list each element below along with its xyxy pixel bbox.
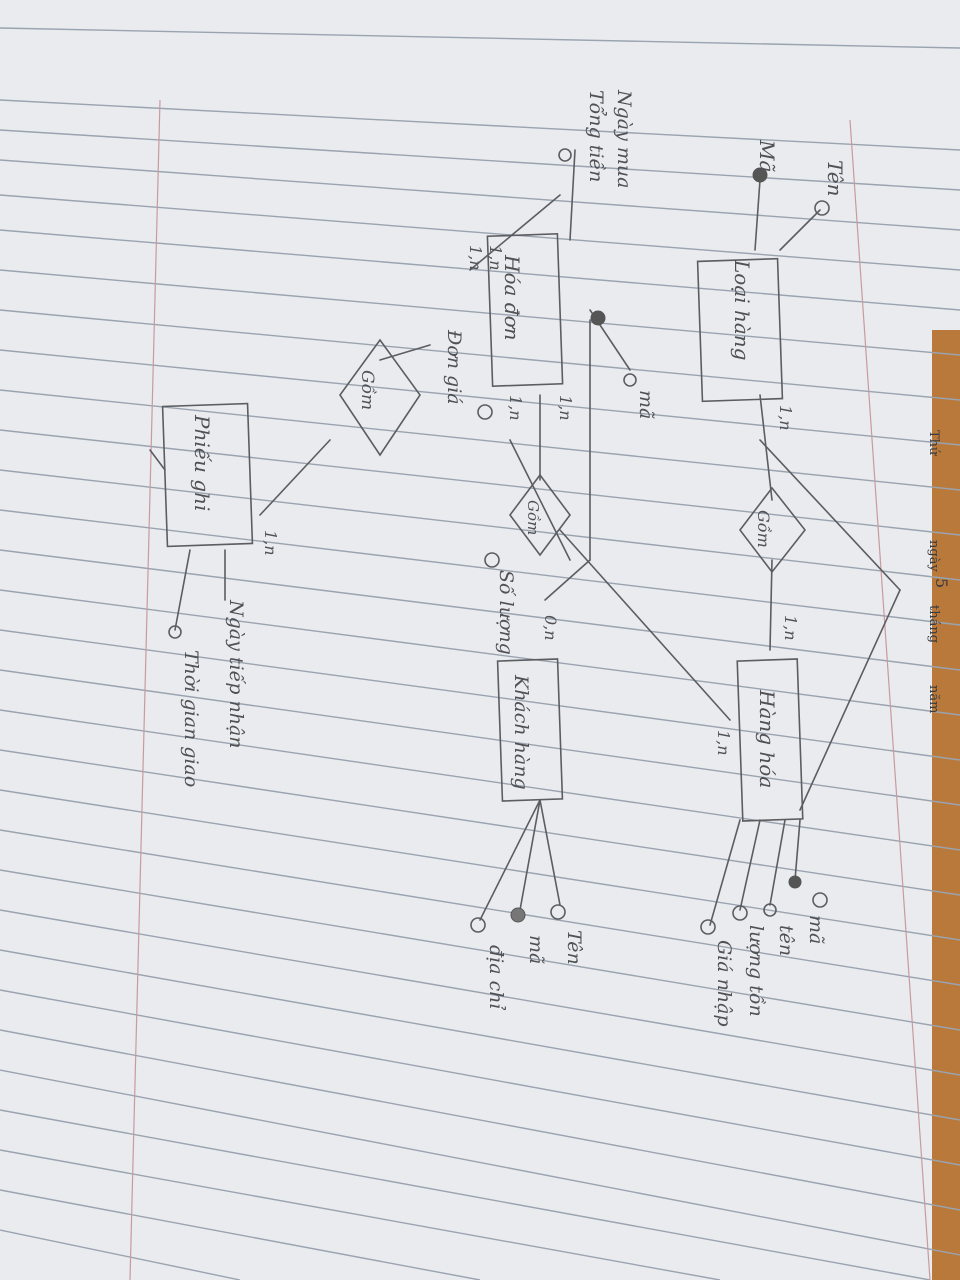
attr-khach-hang-ma: mã — [525, 935, 547, 964]
entity-label: Phiếu ghi — [190, 414, 214, 511]
attr-hoa-don-tong-tien: Tổng tiền — [585, 90, 607, 182]
header-ngay: ngày — [926, 540, 941, 572]
entity-loai-hang[interactable]: Loại hàng — [696, 257, 784, 403]
attr-phieu-ghi-ngay: Ngày tiếp nhận — [225, 599, 247, 749]
card-7: 0,n — [541, 615, 560, 641]
relationship-gom-mid[interactable]: Gồm — [509, 473, 571, 557]
card-3: 1,n — [714, 730, 733, 756]
entity-hoa-don[interactable]: Hóa đơn — [486, 232, 564, 388]
relationship-gom-left[interactable]: Gồm — [339, 338, 421, 457]
attr-phieu-ghi-thoi-gian: Thời gian giao — [180, 650, 202, 787]
attr-hang-hoa-ma: mã — [805, 915, 827, 944]
attr-hoa-don-ngay-mua: Ngày mua — [613, 89, 635, 188]
ruled-lines — [0, 27, 960, 1280]
header-nam: năm — [926, 685, 941, 713]
entity-label: Khách hàng — [510, 674, 532, 790]
date-header: Thứ ngày 5 tháng năm — [926, 430, 951, 713]
card-2: 1,n — [781, 615, 800, 641]
attribute-labels: Mã Tên mã tên lượng tồn Giá nhập mã Ngày… — [180, 89, 847, 1027]
attr-hang-hoa-gia-nhap: Giá nhập — [713, 940, 735, 1027]
card-4: 1,n — [556, 395, 575, 421]
header-thang: tháng — [926, 605, 941, 643]
attr-hoa-don-ma: mã — [635, 390, 657, 419]
relationship-gom-top[interactable]: Gồm — [738, 486, 807, 574]
connector-lines — [149, 149, 901, 926]
entity-label: Loại hàng — [730, 259, 754, 361]
attr-hang-hoa-luong-ton: lượng tồn — [745, 925, 767, 1017]
entity-label: Hàng hóa — [755, 689, 779, 788]
relationship-label: Gồm — [754, 510, 773, 548]
entity-phieu-ghi[interactable]: Phiếu ghi — [161, 402, 254, 548]
card-1: 1,n — [776, 405, 795, 431]
entity-khach-hang[interactable]: Khách hàng — [496, 658, 564, 802]
attr-gom-so-luong: Số lượng — [495, 570, 517, 655]
margin-line-left — [129, 99, 161, 1280]
attr-loai-hang-ten: Tên — [823, 160, 847, 197]
header-ngay-value: 5 — [932, 578, 951, 588]
card-8: 1,n — [466, 245, 485, 271]
header-thu: Thứ — [926, 430, 941, 456]
attribute-markers — [168, 148, 830, 935]
attr-gom-don-gia: Đơn giá — [443, 329, 465, 405]
attr-loai-hang-ma: Mã — [755, 139, 779, 172]
card-6: 1,n — [486, 245, 505, 271]
attr-hang-hoa-ten: tên — [775, 925, 797, 956]
entity-hang-hoa[interactable]: Hàng hóa — [736, 658, 804, 822]
margin-line — [849, 119, 931, 1280]
cardinality-labels: 1,n 1,n 1,n 1,n 1,n 1,n 0,n 1,n 1,n — [261, 245, 800, 756]
relationship-label: Gồm — [357, 370, 377, 410]
entity-label: Hóa đơn — [500, 254, 524, 341]
card-5: 1,n — [506, 395, 525, 421]
attr-khach-hang-dia-chi: địa chỉ — [485, 945, 507, 1010]
card-9: 1,n — [261, 530, 280, 556]
relationship-label: Gồm — [524, 500, 542, 535]
attr-khach-hang-ten: Tên — [563, 930, 585, 965]
